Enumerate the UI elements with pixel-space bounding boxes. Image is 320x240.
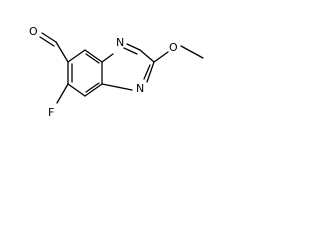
bond-n1-c2 <box>126 43 141 51</box>
bond-c5-c6 <box>67 83 86 97</box>
bond-c3-o <box>153 51 169 63</box>
bond-c7-c8 <box>67 49 86 63</box>
bond-c6-f <box>56 83 69 104</box>
n1-label: N <box>116 36 124 49</box>
bond-c8-c8a-inner <box>85 53 100 64</box>
bond-c3-n4 <box>146 61 155 83</box>
bond-c8-c8a <box>84 49 103 63</box>
bond-aldehyde-co-2 <box>39 36 55 47</box>
bond-n1-c2-inner <box>123 47 138 55</box>
bond-c7-cho <box>55 41 69 63</box>
n4-label: N <box>136 82 144 95</box>
bond-o-ch3 <box>180 45 204 59</box>
bond-c4a-c5 <box>84 83 103 97</box>
bond-c8a-n1 <box>101 53 114 63</box>
molecule-structure: O F N N O <box>29 25 204 119</box>
bond-aldehyde-co-1 <box>41 32 57 43</box>
bond-c4a-c5-inner <box>85 82 100 93</box>
bond-c3-n4-inner <box>143 64 151 80</box>
structure-canvas: O F N N O <box>0 0 209 124</box>
aldehyde-oxygen-label: O <box>29 25 38 38</box>
fluorine-label: F <box>48 106 54 119</box>
bond-n4-c4a <box>101 83 133 91</box>
bond-c2-c3 <box>139 49 155 63</box>
methoxy-oxygen-label: O <box>169 41 178 54</box>
